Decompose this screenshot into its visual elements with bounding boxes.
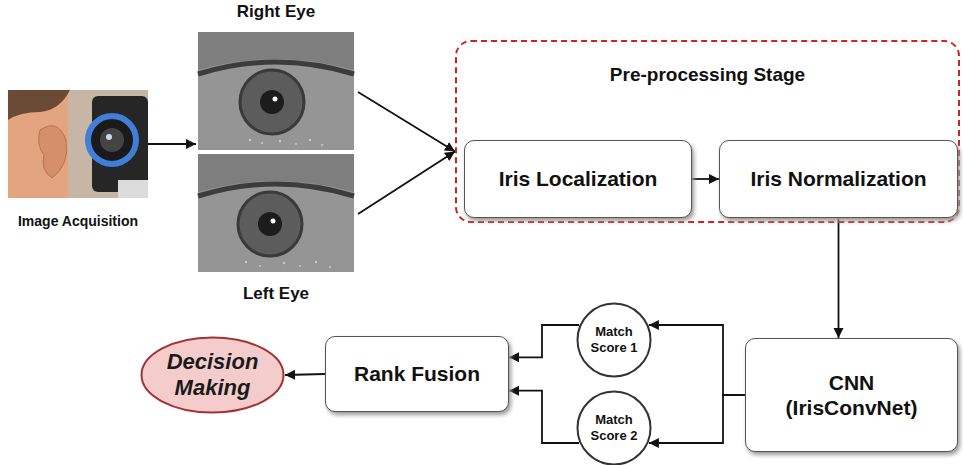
eye-image-panel: Right EyeLeft Eye xyxy=(196,2,356,304)
decision-ellipse: Decision Making xyxy=(140,336,285,414)
node-label: Right Eye xyxy=(237,2,315,22)
flow-arrow xyxy=(649,325,745,395)
node-label: Rank Fusion xyxy=(354,361,480,386)
node-label: Pre-processing Stage xyxy=(610,64,805,87)
flow-arrow xyxy=(838,218,840,338)
node-label: Iris Localization xyxy=(499,166,658,191)
flow-arrow xyxy=(358,152,455,215)
left-eye-image xyxy=(198,154,354,272)
node-label: Image Acquisition xyxy=(18,213,138,230)
process-box: CNN (IrisConvNet) xyxy=(745,338,958,452)
node-label: Left Eye xyxy=(243,284,309,304)
node-label: Iris Normalization xyxy=(750,166,926,191)
flow-arrow xyxy=(358,92,455,152)
flow-arrow xyxy=(509,325,579,357)
right-eye-image xyxy=(198,32,354,150)
flow-arrow xyxy=(148,143,196,145)
node-label: Decision Making xyxy=(157,349,269,402)
node-label: Match Score 1 xyxy=(583,324,645,355)
node-label: Match Score 2 xyxy=(583,412,645,443)
node-label: CNN (IrisConvNet) xyxy=(769,370,934,420)
score-circle: Match Score 2 xyxy=(576,390,652,465)
process-box: Rank Fusion xyxy=(325,336,509,412)
photo-frame: Image Acquisition xyxy=(8,90,148,230)
process-box: Iris Normalization xyxy=(719,140,958,218)
stage-group: Pre-processing StageIris Localization Iri… xyxy=(455,40,960,223)
flow-arrow xyxy=(692,178,719,180)
score-circle: Match Score 1 xyxy=(576,302,652,378)
circle-outline xyxy=(576,390,652,465)
process-box: Iris Localization xyxy=(464,140,692,218)
acquisition-photo xyxy=(8,90,148,198)
flow-arrow xyxy=(285,374,325,375)
flow-arrow xyxy=(509,391,579,443)
flow-arrow xyxy=(649,395,745,443)
